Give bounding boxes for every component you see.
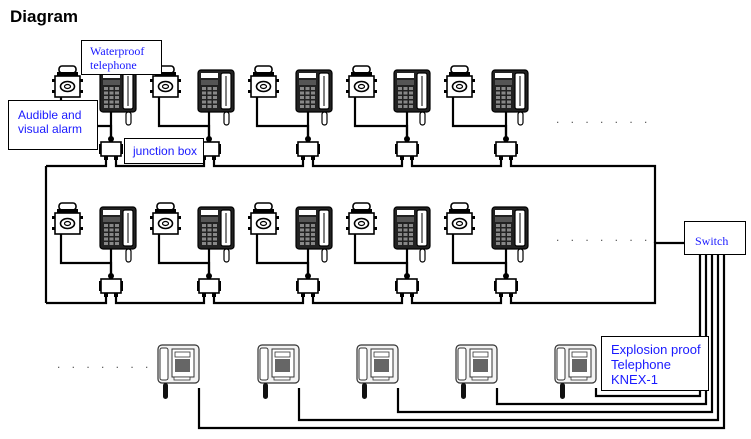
bus-top-segment bbox=[410, 156, 503, 168]
waterproof-telephone-icon bbox=[197, 206, 235, 263]
switch-line bbox=[297, 255, 720, 422]
bus-mid-segment bbox=[212, 293, 305, 305]
audible-visual-alarm-icon bbox=[52, 65, 83, 98]
continuation-ellipsis-bottom: . . . . . . . bbox=[57, 357, 153, 371]
junction-box-icon bbox=[99, 273, 123, 297]
waterproof-telephone-icon bbox=[197, 69, 235, 126]
switch-line bbox=[197, 255, 726, 430]
audible-visual-alarm-icon bbox=[444, 65, 475, 98]
continuation-ellipsis-middle: . . . . . . . bbox=[556, 230, 652, 244]
junction-box-icon bbox=[197, 273, 221, 297]
waterproof-telephone-icon bbox=[491, 206, 529, 263]
explosion-proof-telephone-icon bbox=[257, 344, 300, 399]
audible-visual-alarm-icon bbox=[248, 65, 279, 98]
junction-box-icon bbox=[296, 273, 320, 297]
waterproof-telephone-icon bbox=[295, 69, 333, 126]
audible-visual-alarm-icon bbox=[248, 202, 279, 235]
explosion-proof-telephone-icon bbox=[157, 344, 200, 399]
explosion-proof-telephone-icon bbox=[356, 344, 399, 399]
explosion-proof-telephone-icon bbox=[455, 344, 498, 399]
audible-visual-alarm-label: Audible and visual alarm bbox=[8, 100, 98, 150]
audible-visual-alarm-icon bbox=[346, 65, 377, 98]
bus-top-segment bbox=[114, 156, 206, 168]
audible-visual-alarm-icon bbox=[346, 202, 377, 235]
junction-box-icon bbox=[395, 273, 419, 297]
switch-line bbox=[396, 255, 714, 414]
waterproof-telephone-icon bbox=[491, 69, 529, 126]
audible-visual-alarm-icon bbox=[52, 202, 83, 235]
waterproof-telephone-icon bbox=[393, 69, 431, 126]
bus-top-segment bbox=[311, 156, 404, 168]
junction-box-icon bbox=[395, 136, 419, 160]
junction-box-icon bbox=[494, 273, 518, 297]
bus-mid-segment bbox=[114, 293, 206, 305]
bus-top-right bbox=[509, 156, 657, 243]
explosion-proof-telephone-label: Explosion proof Telephone KNEX-1 bbox=[601, 336, 709, 391]
waterproof-telephone-icon bbox=[295, 206, 333, 263]
bus-mid-segment bbox=[311, 293, 404, 305]
junction-box-icon bbox=[197, 136, 221, 160]
bus-mid-right bbox=[509, 241, 684, 305]
audible-visual-alarm-icon bbox=[444, 202, 475, 235]
waterproof-telephone-label: Waterproof telephone bbox=[81, 40, 162, 75]
bus-top-segment bbox=[212, 156, 305, 168]
explosion-proof-telephone-icon bbox=[554, 344, 597, 399]
junction-box-icon bbox=[99, 136, 123, 160]
switch-line bbox=[594, 255, 702, 398]
diagram-title: Diagram bbox=[10, 7, 79, 26]
bus-mid-left bbox=[46, 293, 108, 305]
bus-top-left bbox=[46, 156, 108, 168]
devices bbox=[52, 65, 597, 399]
switch-label: Switch bbox=[684, 221, 746, 255]
audible-visual-alarm-icon bbox=[150, 202, 181, 235]
junction-box-label: junction box bbox=[124, 138, 204, 164]
waterproof-telephone-icon bbox=[393, 206, 431, 263]
junction-box-icon bbox=[494, 136, 518, 160]
junction-box-icon bbox=[296, 136, 320, 160]
bus-mid-segment bbox=[410, 293, 503, 305]
waterproof-telephone-icon bbox=[99, 69, 137, 126]
continuation-ellipsis-top: . . . . . . . bbox=[556, 112, 652, 126]
wiring bbox=[44, 97, 726, 430]
switch-line bbox=[495, 255, 708, 406]
waterproof-telephone-icon bbox=[99, 206, 137, 263]
